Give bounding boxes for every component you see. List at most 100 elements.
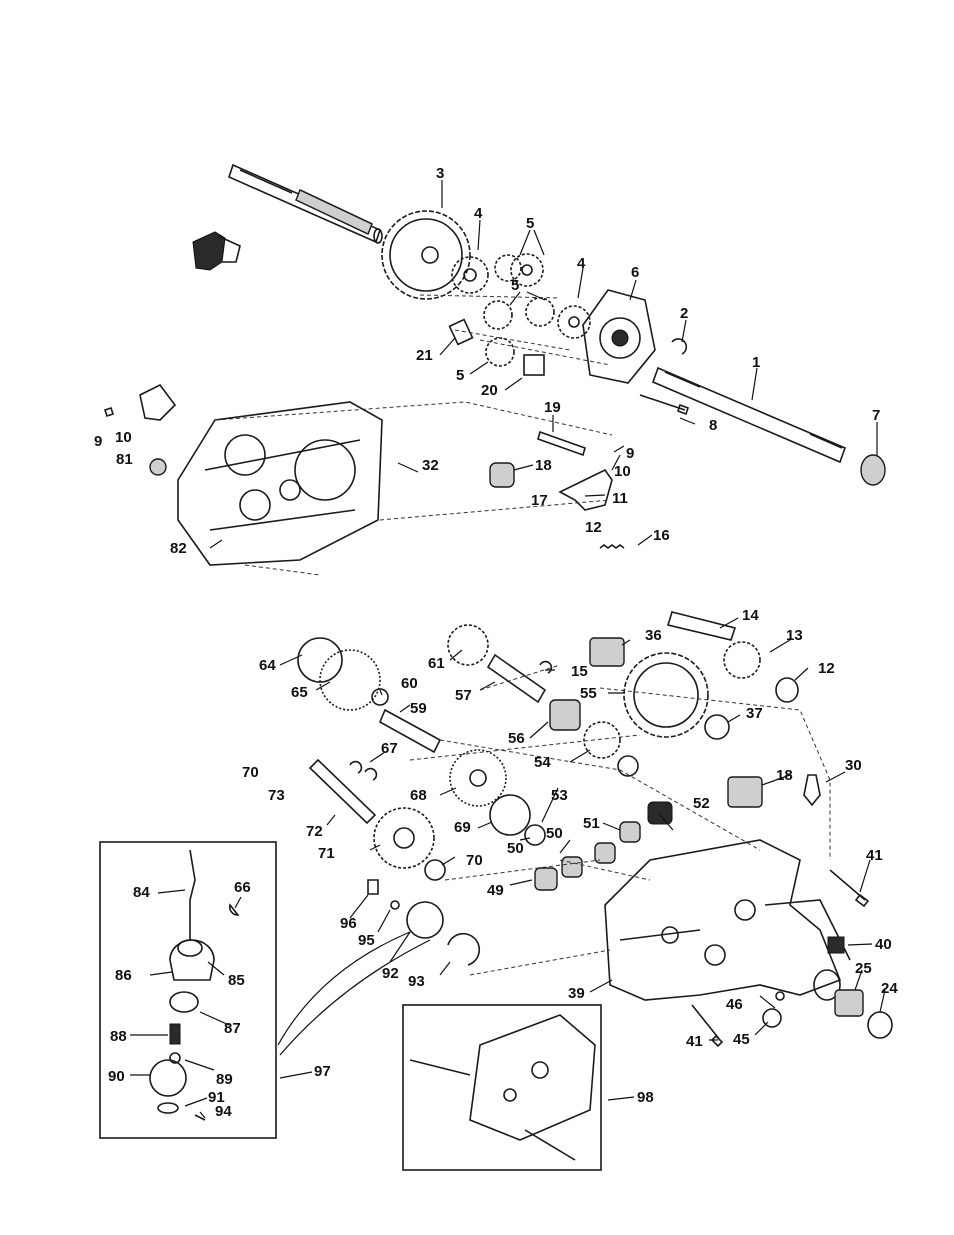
bushing-49 <box>535 868 557 890</box>
gear-61 <box>448 625 488 665</box>
label-86: 86 <box>115 967 132 984</box>
bushing-25 <box>835 990 863 1016</box>
label-64: 64 <box>259 657 276 674</box>
label-94: 94 <box>215 1103 232 1120</box>
label-67: 67 <box>381 740 398 757</box>
gear-13 <box>724 642 760 678</box>
label-50-upper: 50 <box>546 825 563 842</box>
shaft-14 <box>668 612 735 640</box>
pinion-5-middle <box>484 298 554 329</box>
label-71: 71 <box>318 845 335 862</box>
label-97: 97 <box>314 1063 331 1080</box>
bushing-51 <box>620 822 640 842</box>
label-69: 69 <box>454 819 471 836</box>
label-95: 95 <box>358 932 375 949</box>
label-37: 37 <box>746 705 763 722</box>
label-5-top: 5 <box>526 215 534 232</box>
bushing-18-bottom <box>728 777 762 807</box>
spring-88 <box>170 1024 180 1044</box>
washer-95 <box>391 901 399 909</box>
label-40: 40 <box>875 936 892 953</box>
clip-15 <box>540 662 551 673</box>
case-half-left <box>178 402 382 565</box>
label-15: 15 <box>571 663 588 680</box>
label-24: 24 <box>881 980 898 997</box>
label-96: 96 <box>340 915 357 932</box>
shaft-72 <box>310 760 375 823</box>
label-5-lower: 5 <box>456 367 464 384</box>
clips-67 <box>350 762 376 780</box>
label-90: 90 <box>108 1068 125 1085</box>
label-13: 13 <box>786 627 803 644</box>
bushing-50-lower <box>562 857 582 877</box>
label-8: 8 <box>709 417 717 434</box>
bottom-callout-labels: 14 36 13 12 15 64 65 61 60 57 55 59 56 3… <box>108 607 898 1120</box>
label-51: 51 <box>583 815 600 832</box>
pin-19 <box>538 432 585 455</box>
seal-24 <box>868 1012 892 1038</box>
label-10-right: 10 <box>614 463 631 480</box>
label-53: 53 <box>551 787 568 804</box>
top-callout-labels: 3 4 5 5 4 6 2 1 7 8 21 5 20 19 9 10 18 1… <box>94 165 880 557</box>
gear-64 <box>298 638 342 682</box>
label-32: 32 <box>422 457 439 474</box>
case-half-39 <box>605 840 850 1000</box>
label-54: 54 <box>534 754 551 771</box>
gear-68 <box>450 750 506 806</box>
shift-lever-84 <box>190 850 195 940</box>
gear-3 <box>382 211 470 299</box>
bearing-plate-6 <box>583 290 655 383</box>
label-36: 36 <box>645 627 662 644</box>
label-70-left: 70 <box>242 764 259 781</box>
label-9-left: 9 <box>94 433 102 450</box>
label-6: 6 <box>631 264 639 281</box>
bushing-56 <box>550 700 580 730</box>
bolt-96 <box>368 880 378 894</box>
top-assembly <box>105 165 885 575</box>
bolt-41-top <box>830 870 868 906</box>
transaxle-inset <box>403 1005 601 1170</box>
label-49: 49 <box>487 882 504 899</box>
housing-86 <box>170 940 214 980</box>
label-88: 88 <box>110 1028 127 1045</box>
label-72: 72 <box>306 823 323 840</box>
label-87: 87 <box>224 1020 241 1037</box>
label-5-middle: 5 <box>511 277 519 294</box>
label-39: 39 <box>568 985 585 1002</box>
ball-87 <box>170 992 198 1012</box>
seal-81 <box>150 459 166 475</box>
shifter-housing-92 <box>407 902 443 938</box>
splined-axle-upper <box>229 165 382 243</box>
gear-54 <box>584 722 620 758</box>
label-68: 68 <box>410 787 427 804</box>
label-45: 45 <box>733 1031 750 1048</box>
label-84: 84 <box>133 884 150 901</box>
label-50-lower: 50 <box>507 840 524 857</box>
label-4-right: 4 <box>577 255 586 272</box>
label-3: 3 <box>436 165 444 182</box>
gear-69 <box>490 795 530 835</box>
label-7: 7 <box>872 407 880 424</box>
label-2: 2 <box>680 305 688 322</box>
label-70-right: 70 <box>466 852 483 869</box>
label-60: 60 <box>401 675 418 692</box>
label-85: 85 <box>228 972 245 989</box>
axle-1 <box>653 368 845 462</box>
label-10-left: 10 <box>115 429 132 446</box>
label-98: 98 <box>637 1089 654 1106</box>
label-65: 65 <box>291 684 308 701</box>
label-12-bottom: 12 <box>818 660 835 677</box>
label-9-right: 9 <box>626 445 634 462</box>
bushing-36 <box>590 638 624 666</box>
label-30: 30 <box>845 757 862 774</box>
label-14: 14 <box>742 607 759 624</box>
label-25: 25 <box>855 960 872 977</box>
label-89: 89 <box>216 1071 233 1088</box>
bolt-8 <box>640 395 688 414</box>
label-4-left: 4 <box>474 205 483 222</box>
bushing-52 <box>648 802 672 824</box>
clip-2 <box>672 339 686 354</box>
label-19: 19 <box>544 399 561 416</box>
ring-93 <box>448 934 479 965</box>
